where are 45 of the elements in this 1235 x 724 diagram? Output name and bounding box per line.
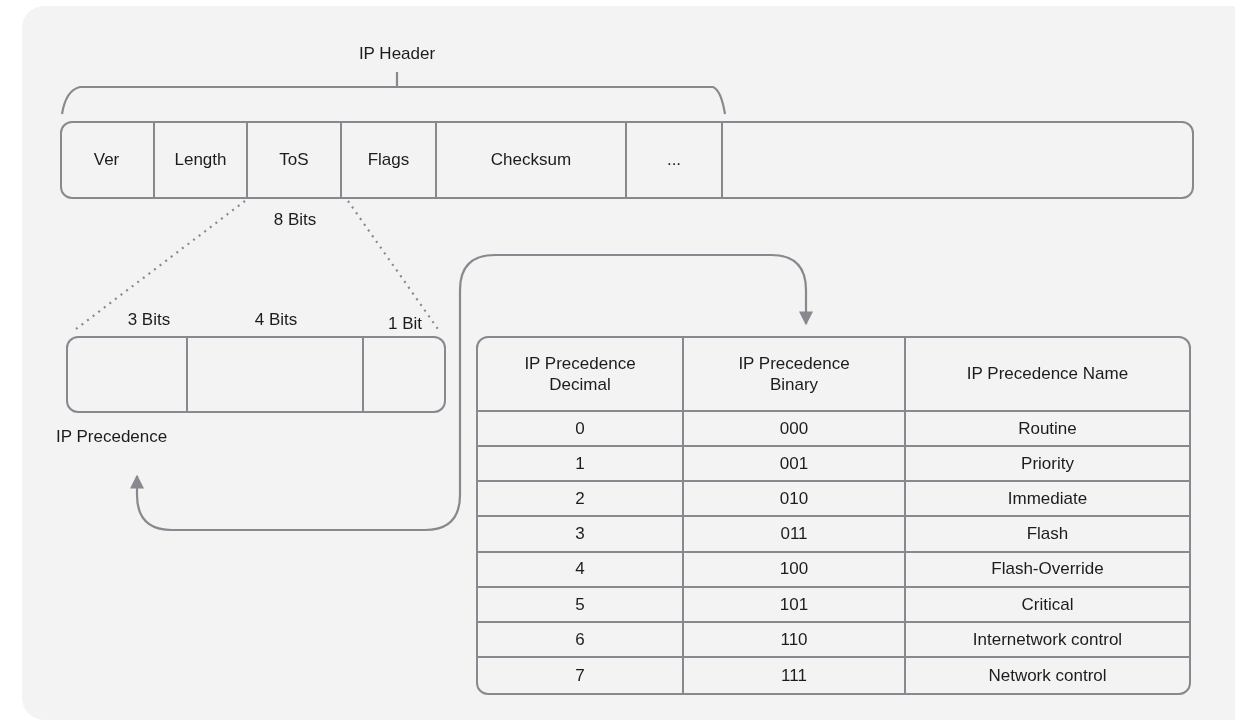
bit-segment	[364, 336, 446, 413]
header-field: Checksum	[437, 123, 627, 197]
column-heading: IP Precedence Name	[906, 338, 1189, 412]
arrow	[130, 253, 813, 532]
table-entry: 000	[684, 412, 906, 448]
table-entry: 111	[684, 657, 906, 693]
field-label: IP Precedence	[56, 427, 168, 447]
table-entry: 011	[684, 517, 906, 553]
table-entry: Internetwork control	[906, 622, 1189, 658]
table-entry: 3	[478, 517, 684, 553]
bit-segment	[188, 336, 364, 413]
header-title: IP Header	[358, 44, 436, 64]
table-entry: 101	[684, 587, 906, 623]
table-entry: 001	[684, 447, 906, 483]
table-entry: 7	[478, 657, 684, 693]
table-entry: 110	[684, 622, 906, 658]
bit-count: 1 Bit	[388, 314, 422, 334]
table-entry: Flash	[906, 517, 1189, 553]
table-entry: 4	[478, 552, 684, 588]
table-entry: 1	[478, 447, 684, 483]
table-entry: Routine	[906, 412, 1189, 448]
header-field: ToS	[248, 123, 342, 197]
table-entry: 2	[478, 482, 684, 518]
table-entry: Critical	[906, 587, 1189, 623]
column-heading: IP Precedence Binary	[684, 338, 906, 412]
table-entry: 100	[684, 552, 906, 588]
table-entry: Priority	[906, 447, 1189, 483]
bit-segment	[66, 336, 188, 413]
header-field: Length	[155, 123, 248, 197]
column-heading: IP Precedence Decimal	[478, 338, 684, 412]
table-entry: Flash-Override	[906, 552, 1189, 588]
header-field: Ver	[62, 123, 155, 197]
table-entry: Immediate	[906, 482, 1189, 518]
table-entry: 0	[478, 412, 684, 448]
table-entry: 6	[478, 622, 684, 658]
bit-count: 8 Bits	[273, 210, 317, 230]
bit-count: 4 Bits	[254, 310, 298, 330]
header-field: Flags	[342, 123, 437, 197]
bit-count: 3 Bits	[127, 310, 171, 330]
table-entry: 5	[478, 587, 684, 623]
precedence-table	[476, 336, 1191, 695]
header-bar	[60, 121, 1194, 199]
table-entry: Network control	[987, 664, 1108, 687]
header-field: ...	[627, 123, 723, 197]
table-entry: 010	[684, 482, 906, 518]
